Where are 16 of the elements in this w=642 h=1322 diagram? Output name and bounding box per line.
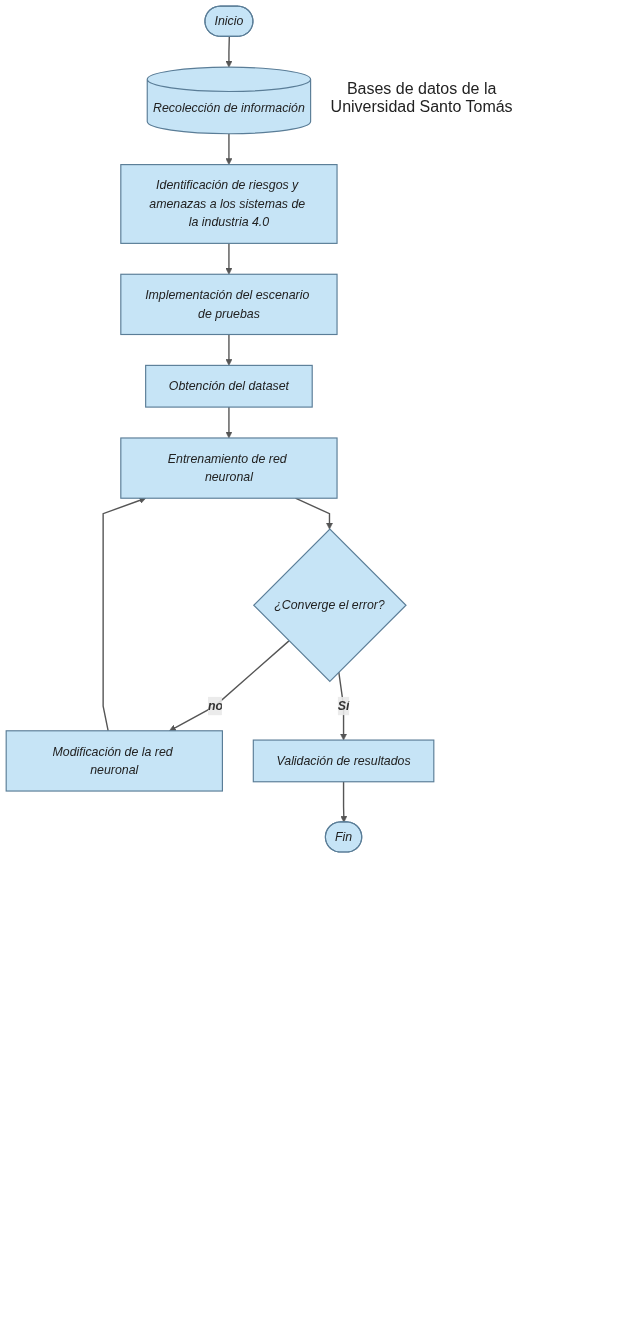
arrow — [102, 497, 147, 732]
arrow — [225, 406, 233, 439]
arrow — [225, 36, 233, 68]
node-box: Validación de resultados — [252, 739, 435, 783]
node-box: Implementación del escenario de pruebas — [120, 273, 338, 336]
node-box: Obtención del dataset — [145, 364, 313, 408]
arrow — [225, 133, 233, 165]
arrow — [225, 333, 233, 366]
arrow — [225, 242, 233, 275]
node-diamond: ¿Converge el error? — [252, 528, 407, 683]
node-box: Entrenamiento de red neuronal — [120, 437, 338, 499]
node-box: Identificación de riesgos y amenazas a los sistemas de la industria 4.0 — [120, 164, 338, 244]
side-note: Bases de datos de la Universidad Santo Tomás — [329, 80, 514, 117]
arrow — [340, 781, 348, 823]
arrow — [169, 640, 290, 732]
node-box: Modificación de la red neuronal — [5, 730, 223, 792]
